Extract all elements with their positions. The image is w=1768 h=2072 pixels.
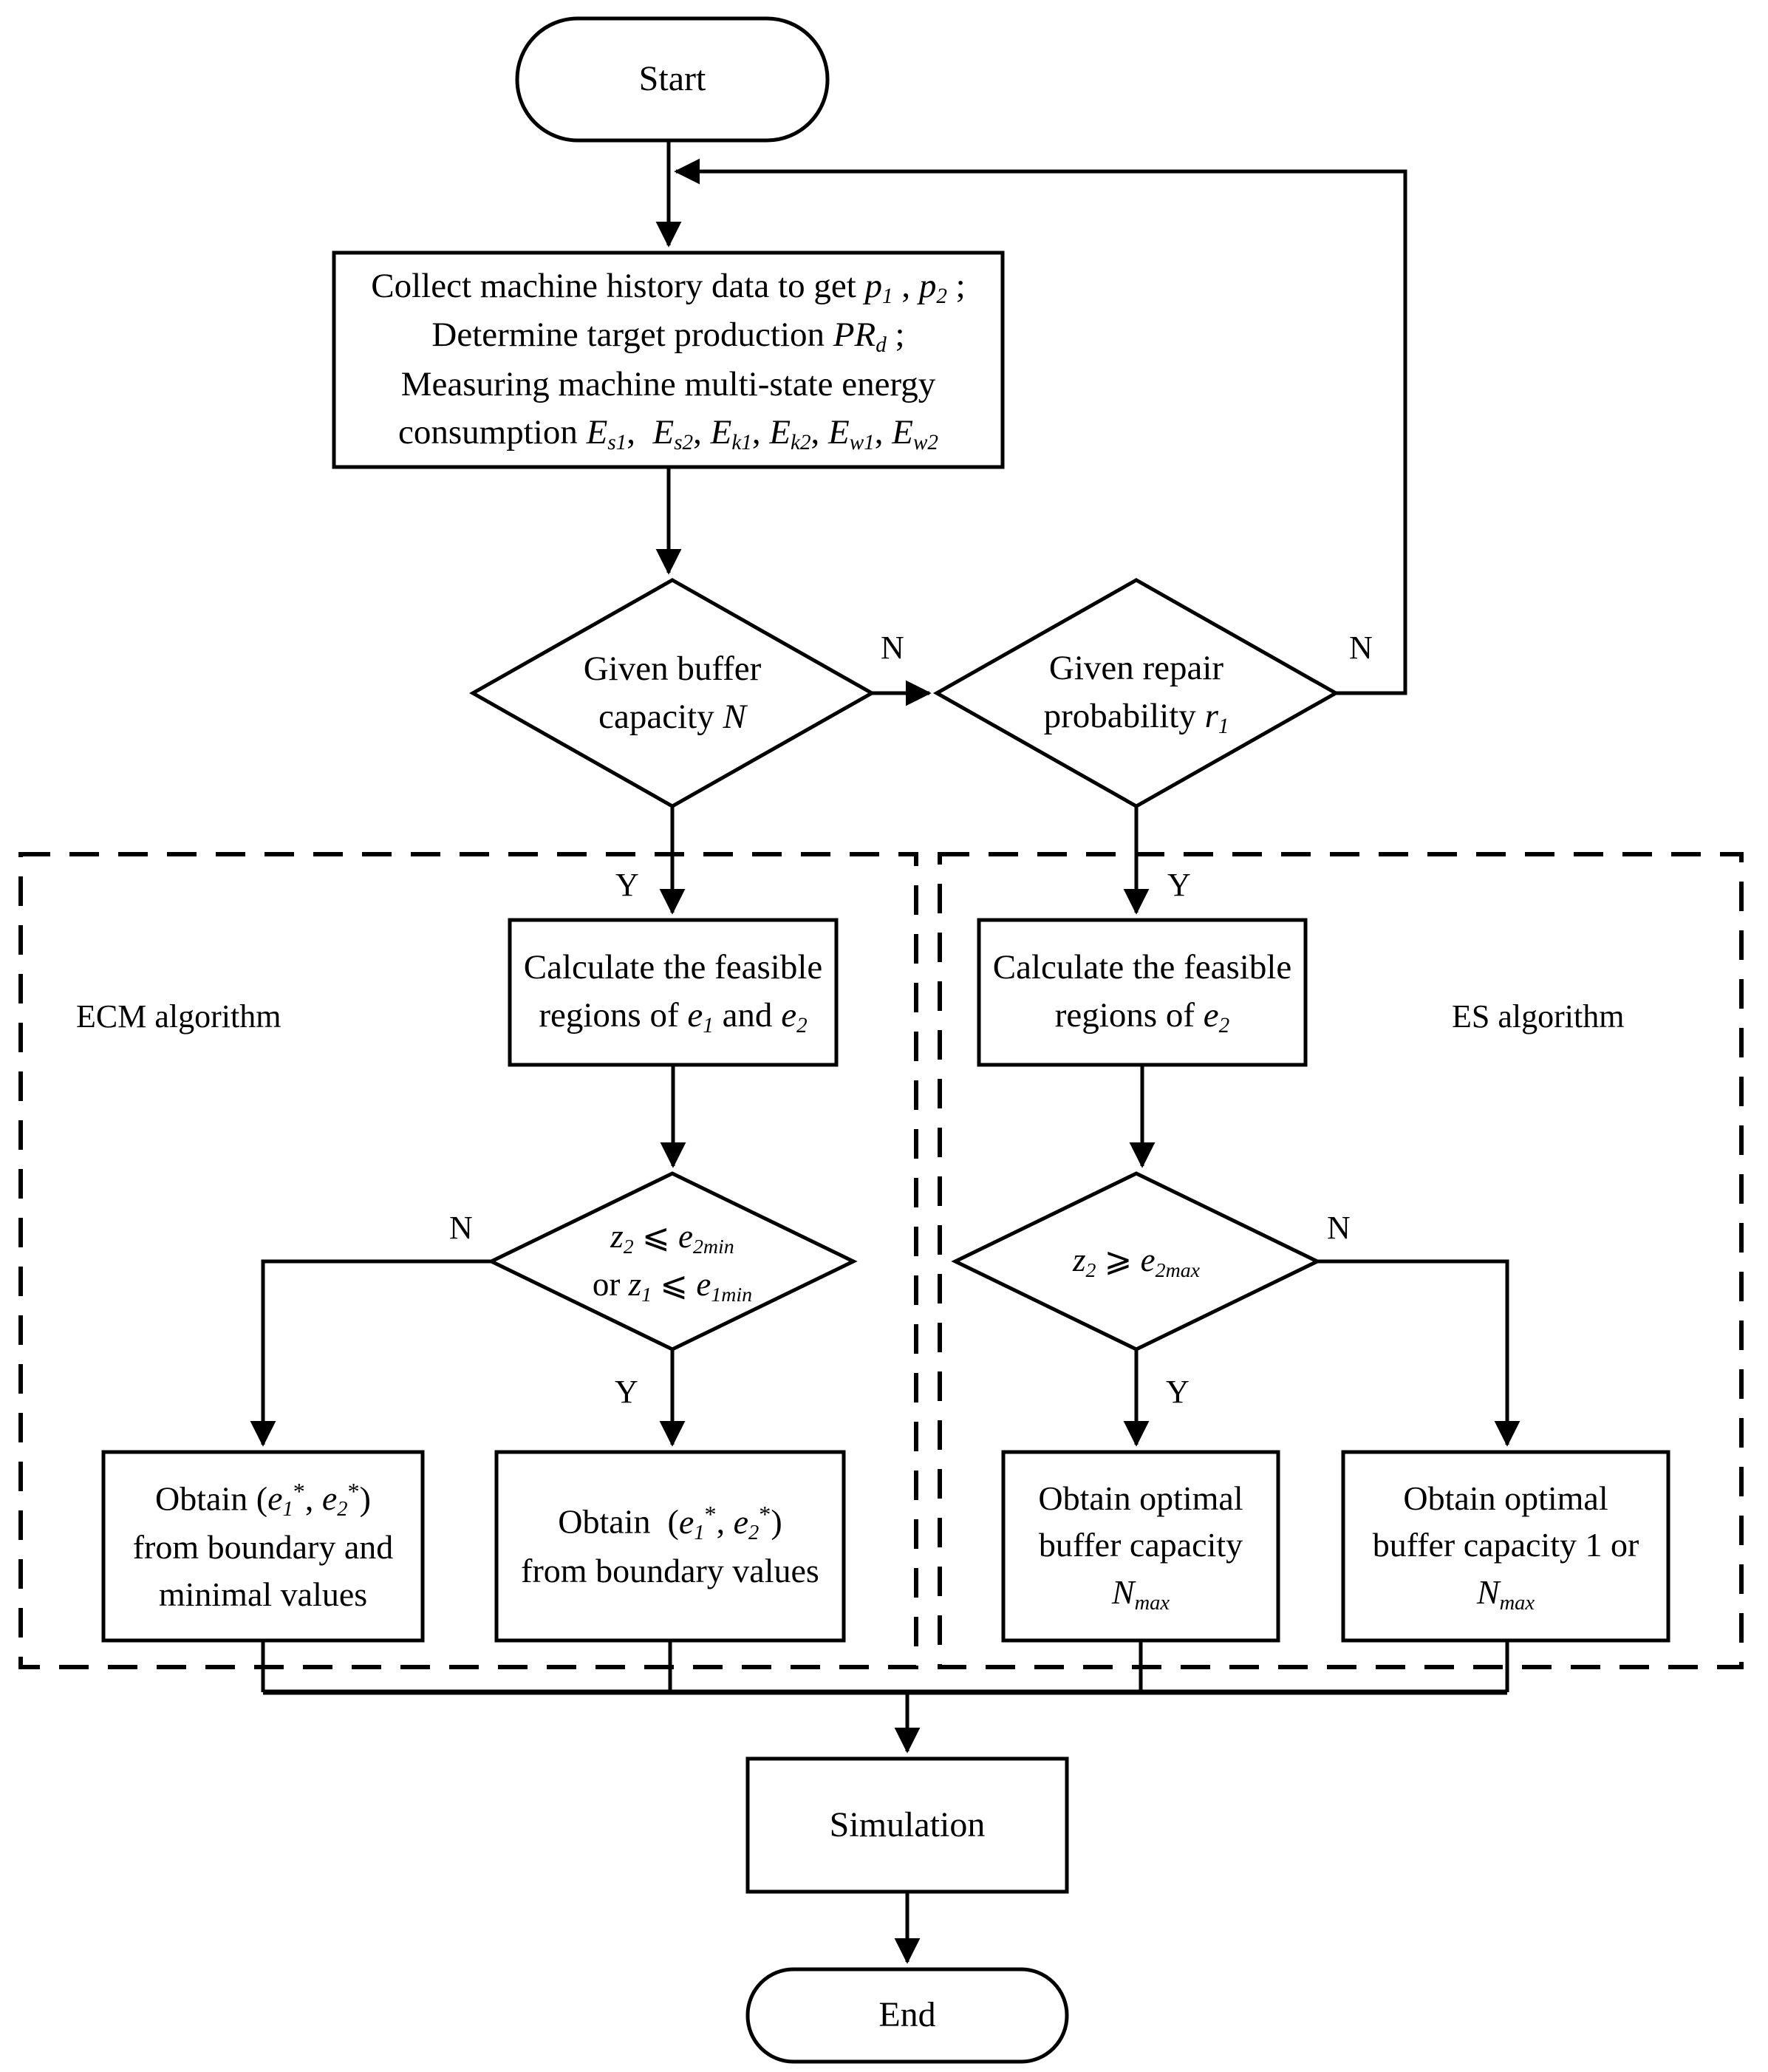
node-obtain-nmax-shape [1001,1450,1280,1643]
edge-cond-min-no [250,1259,491,1447]
node-obtain-1-or-nmax-shape [1341,1450,1670,1643]
edge-label-cond-max-yes: Y [1166,1374,1190,1410]
group-ecm-label: ECM algorithm [76,998,281,1035]
node-calc-e2-shape [977,918,1308,1067]
edge-label-buffer-yes: Y [615,867,639,903]
node-collect-shape [332,251,1005,469]
node-cond-min-shape [487,1171,858,1352]
edge-label-buffer-no: N [881,630,904,666]
edge-repair-no-feedback [674,158,1407,695]
edge-label-cond-min-no: N [449,1210,473,1246]
edge-cond-max-no [1317,1259,1520,1447]
edge-label-cond-min-yes: Y [615,1374,638,1410]
node-obtain-bnd-shape [494,1450,846,1643]
group-ecm-box [18,852,918,1669]
group-es-label: ES algorithm [1452,998,1625,1035]
edge-label-repair-yes: Y [1167,867,1191,903]
edge-label-cond-max-no: N [1327,1210,1351,1246]
node-end-shape [745,1967,1069,2064]
node-calc-e1-e2-shape [508,918,839,1067]
node-cond-max-shape [951,1171,1322,1352]
group-es-box [938,852,1744,1669]
node-given-repair-shape [932,578,1340,808]
node-start-shape [515,16,830,143]
node-given-buffer-shape [468,578,876,808]
node-obtain-bnd-min-shape [101,1450,425,1643]
edge-label-repair-no: N [1349,630,1373,666]
node-simulation-shape [745,1756,1069,1894]
